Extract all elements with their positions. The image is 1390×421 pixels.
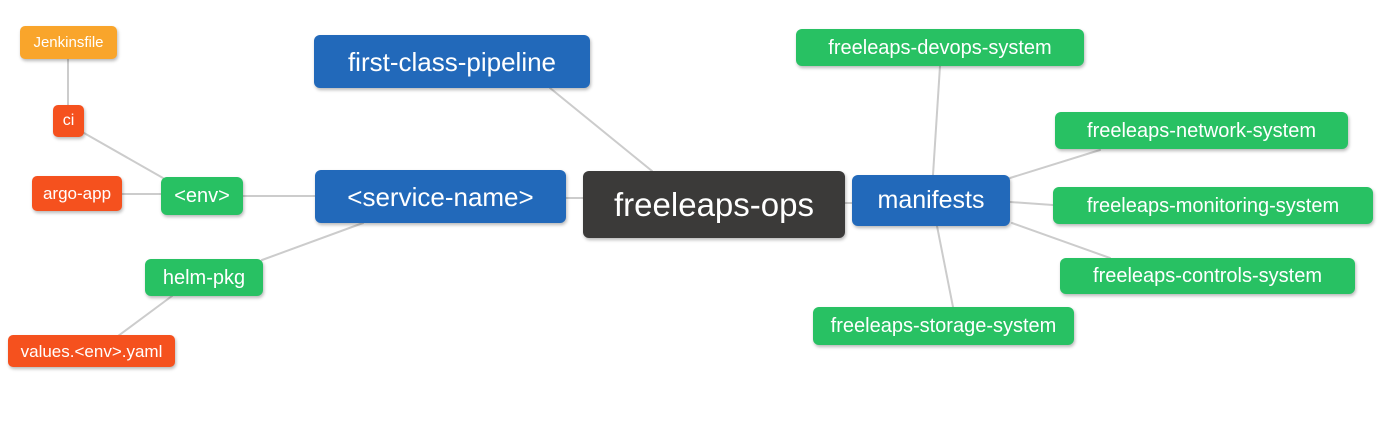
node-freeleaps-controls-system[interactable]: freeleaps-controls-system xyxy=(1060,258,1355,294)
edge-helm-pkg-values xyxy=(117,295,173,337)
edge-manifests-network xyxy=(1009,149,1101,179)
edge-manifests-devops xyxy=(932,65,941,176)
node-freeleaps-devops-system[interactable]: freeleaps-devops-system xyxy=(796,29,1084,66)
edge-manifests-monitoring xyxy=(1009,201,1054,206)
node-argo-app[interactable]: argo-app xyxy=(32,176,122,211)
node-values-env-yaml[interactable]: values.<env>.yaml xyxy=(8,335,175,367)
node-helm-pkg[interactable]: helm-pkg xyxy=(145,259,263,296)
node-ci[interactable]: ci xyxy=(53,105,84,137)
edge-manifests-storage xyxy=(936,225,954,308)
node-freeleaps-storage-system[interactable]: freeleaps-storage-system xyxy=(813,307,1074,345)
edge-ci-env xyxy=(83,132,164,179)
node-freeleaps-monitoring-system[interactable]: freeleaps-monitoring-system xyxy=(1053,187,1373,224)
edge-pipeline-root xyxy=(549,87,653,172)
node-first-class-pipeline[interactable]: first-class-pipeline xyxy=(314,35,590,88)
edge-service-name-helm-pkg xyxy=(261,222,364,261)
node-jenkinsfile[interactable]: Jenkinsfile xyxy=(20,26,117,59)
node-manifests[interactable]: manifests xyxy=(852,175,1010,226)
edge-manifests-controls xyxy=(1011,222,1111,259)
node-freeleaps-network-system[interactable]: freeleaps-network-system xyxy=(1055,112,1348,149)
node-service-name[interactable]: <service-name> xyxy=(315,170,566,223)
node-freeleaps-ops-root[interactable]: freeleaps-ops xyxy=(583,171,845,238)
node-env[interactable]: <env> xyxy=(161,177,243,215)
